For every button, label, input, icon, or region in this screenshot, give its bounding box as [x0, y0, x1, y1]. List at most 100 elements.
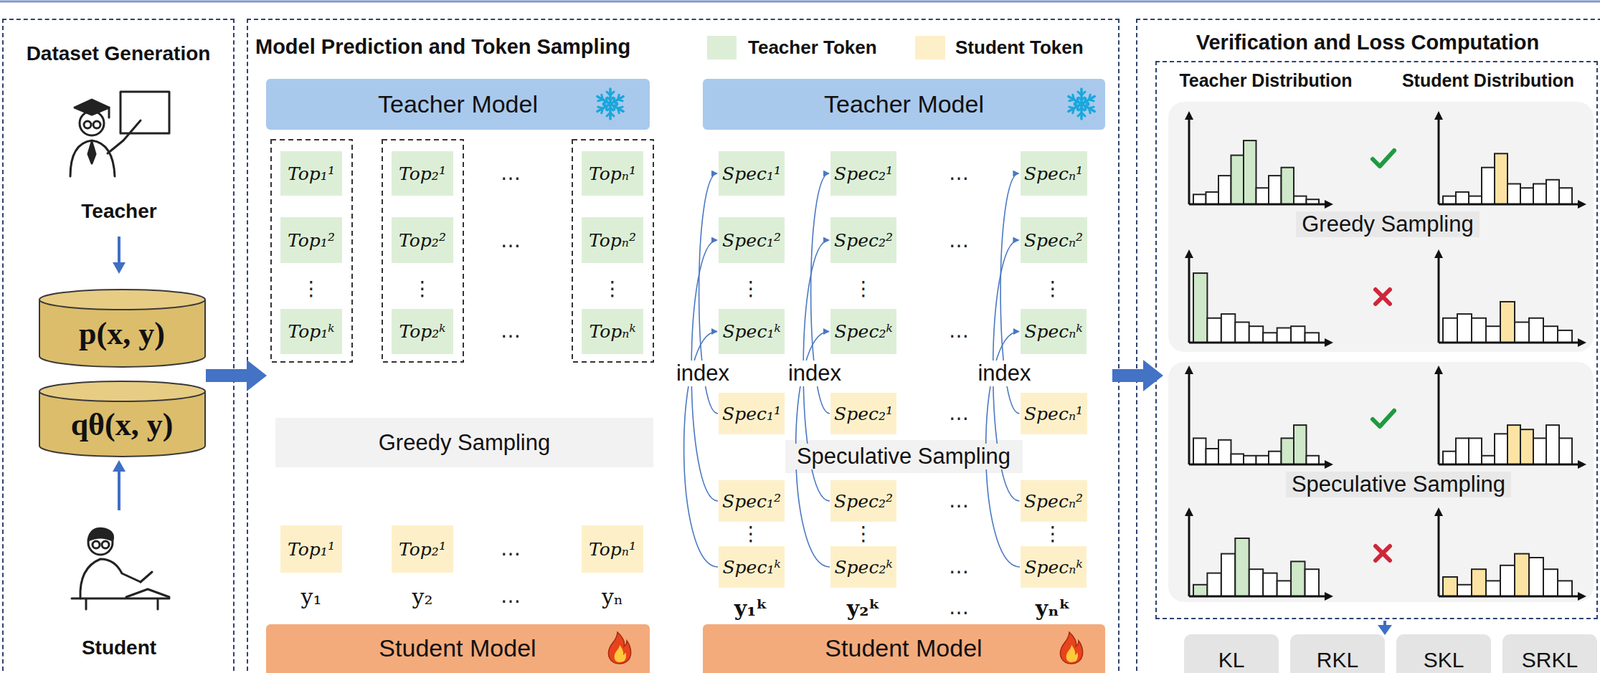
text-holder: qθ(x, y)	[70, 406, 174, 444]
distribution-histogram	[1438, 256, 1580, 343]
node-label: Specₙ¹	[1024, 163, 1083, 185]
text-holder: Verification and Loss Computation	[1196, 30, 1540, 55]
section-title: Teacher Distribution	[1179, 70, 1352, 92]
distribution-histogram	[1577, 592, 1587, 601]
distribution-histogram	[1442, 577, 1458, 597]
student-token: Spec₁²	[718, 480, 785, 523]
text-holder: Top₂ᵏ	[399, 321, 447, 343]
node-label: Topₙᵏ	[588, 321, 636, 343]
text-holder: Student Distribution	[1402, 70, 1575, 92]
distribution-histogram	[1324, 200, 1334, 209]
candidate-group	[271, 139, 353, 363]
distribution-histogram	[1306, 199, 1320, 205]
flow-arrow	[117, 236, 121, 264]
distribution-histogram	[1481, 456, 1495, 465]
index-link	[699, 173, 718, 414]
teacher-token: Topₙ¹	[581, 151, 644, 196]
text-holder: Teacher Distribution	[1179, 70, 1352, 92]
node-label: Spec₁ᵏ	[722, 557, 781, 579]
ellipsis: ⋮	[740, 524, 761, 545]
text-holder: ⋮	[740, 278, 761, 300]
student-icon	[71, 598, 170, 610]
flow-arrow	[1383, 621, 1387, 627]
node-label: Topₙ¹	[588, 163, 637, 185]
distribution-histogram	[1546, 180, 1560, 205]
node-label: Spec₁ᵏ	[722, 321, 781, 343]
teacher-token: Spec₁¹	[718, 151, 785, 196]
node-label: Spec₁²	[722, 230, 781, 252]
text-holder: ⋮	[602, 278, 623, 300]
distribution-histogram	[1559, 187, 1573, 205]
node-label: Specₙ²	[1024, 230, 1083, 252]
text-holder: Spec₂¹	[834, 163, 893, 185]
index-link	[1000, 173, 1020, 414]
node-label: Spec₁¹	[722, 403, 781, 425]
frozen-icon	[1068, 88, 1095, 120]
text-holder: Spec₁¹	[722, 403, 781, 425]
distribution-histogram	[1577, 460, 1587, 470]
node-label: Greedy Sampling	[375, 430, 554, 457]
distribution-histogram	[1514, 322, 1530, 344]
ellipsis: …	[500, 321, 521, 342]
distribution-histogram	[1533, 438, 1547, 465]
distribution-box: Teacher Distribution Student Distribution…	[1155, 60, 1598, 620]
distribution-histogram	[1557, 580, 1573, 597]
distribution-histogram	[1193, 273, 1207, 343]
distribution-histogram	[1256, 187, 1270, 205]
student-icon	[140, 572, 153, 583]
text-holder: Specₙᵏ	[1024, 557, 1083, 579]
student-icon	[88, 530, 113, 556]
output-token: y₁ᵏ	[734, 596, 768, 621]
node-label: Spec₂¹	[834, 403, 893, 425]
distribution-histogram	[1434, 249, 1443, 259]
output-token: yₙ	[601, 585, 624, 609]
output-token: y₂	[412, 585, 434, 609]
teacher-icon	[108, 107, 111, 118]
text-holder: y₁	[301, 585, 323, 609]
distribution-histogram	[1189, 372, 1327, 465]
node-label: Top₁¹	[287, 163, 335, 185]
distribution-histogram	[1277, 328, 1291, 344]
teacher-token: Specₙᵏ	[1020, 309, 1087, 355]
distribution-histogram	[1268, 451, 1282, 465]
distribution-histogram	[1184, 111, 1194, 120]
distribution-histogram	[1442, 451, 1456, 465]
text-holder: Greedy Sampling	[1295, 211, 1480, 238]
distribution-histogram	[1577, 200, 1587, 209]
section-panel: Dataset Generationp(x, y)qθ(x, y)	[2, 18, 235, 673]
distribution-histogram	[1434, 507, 1443, 517]
node-label: qθ(x, y)	[70, 406, 174, 444]
distribution-histogram	[1256, 456, 1270, 465]
distribution-histogram	[1281, 167, 1295, 205]
node-label: Spec₂ᵏ	[834, 321, 893, 343]
student-token: Specₙᵏ	[1020, 546, 1087, 589]
text-holder: Specₙᵏ	[1024, 321, 1083, 343]
text-holder: Speculative Sampling	[793, 443, 1014, 470]
flow-arrow	[1112, 360, 1164, 392]
distribution-histogram	[1324, 460, 1334, 470]
text-holder: ⋮	[853, 278, 874, 300]
ellipsis: ⋮	[1042, 524, 1063, 545]
flow-arrow	[1377, 625, 1393, 636]
text-holder: Model Prediction and Token Sampling	[255, 35, 631, 59]
text-holder: y₁ᵏ	[734, 596, 768, 621]
distribution-histogram	[1193, 585, 1207, 597]
dataset-cylinder: p(x, y)	[38, 289, 206, 368]
text-holder: Teacher Model	[377, 90, 538, 119]
node-label: Specₙ²	[1024, 491, 1083, 513]
reject-mark	[1375, 546, 1390, 561]
text-holder: …	[948, 230, 969, 252]
legend-swatch	[707, 35, 737, 60]
ellipsis: …	[500, 230, 521, 252]
teacher-token: Top₂ᵏ	[391, 309, 454, 355]
text-holder: Spec₁ᵏ	[722, 557, 781, 579]
ellipsis: …	[948, 163, 969, 184]
index-link	[684, 332, 718, 568]
distribution-histogram	[1442, 196, 1456, 205]
student-token: Topₙ¹	[581, 525, 644, 574]
ellipsis: ⋮	[301, 278, 322, 300]
distribution-histogram	[1507, 425, 1521, 465]
text-holder: ⋮	[412, 278, 433, 300]
text-holder: y₂	[412, 585, 434, 609]
text-holder: yₙ	[601, 585, 624, 609]
